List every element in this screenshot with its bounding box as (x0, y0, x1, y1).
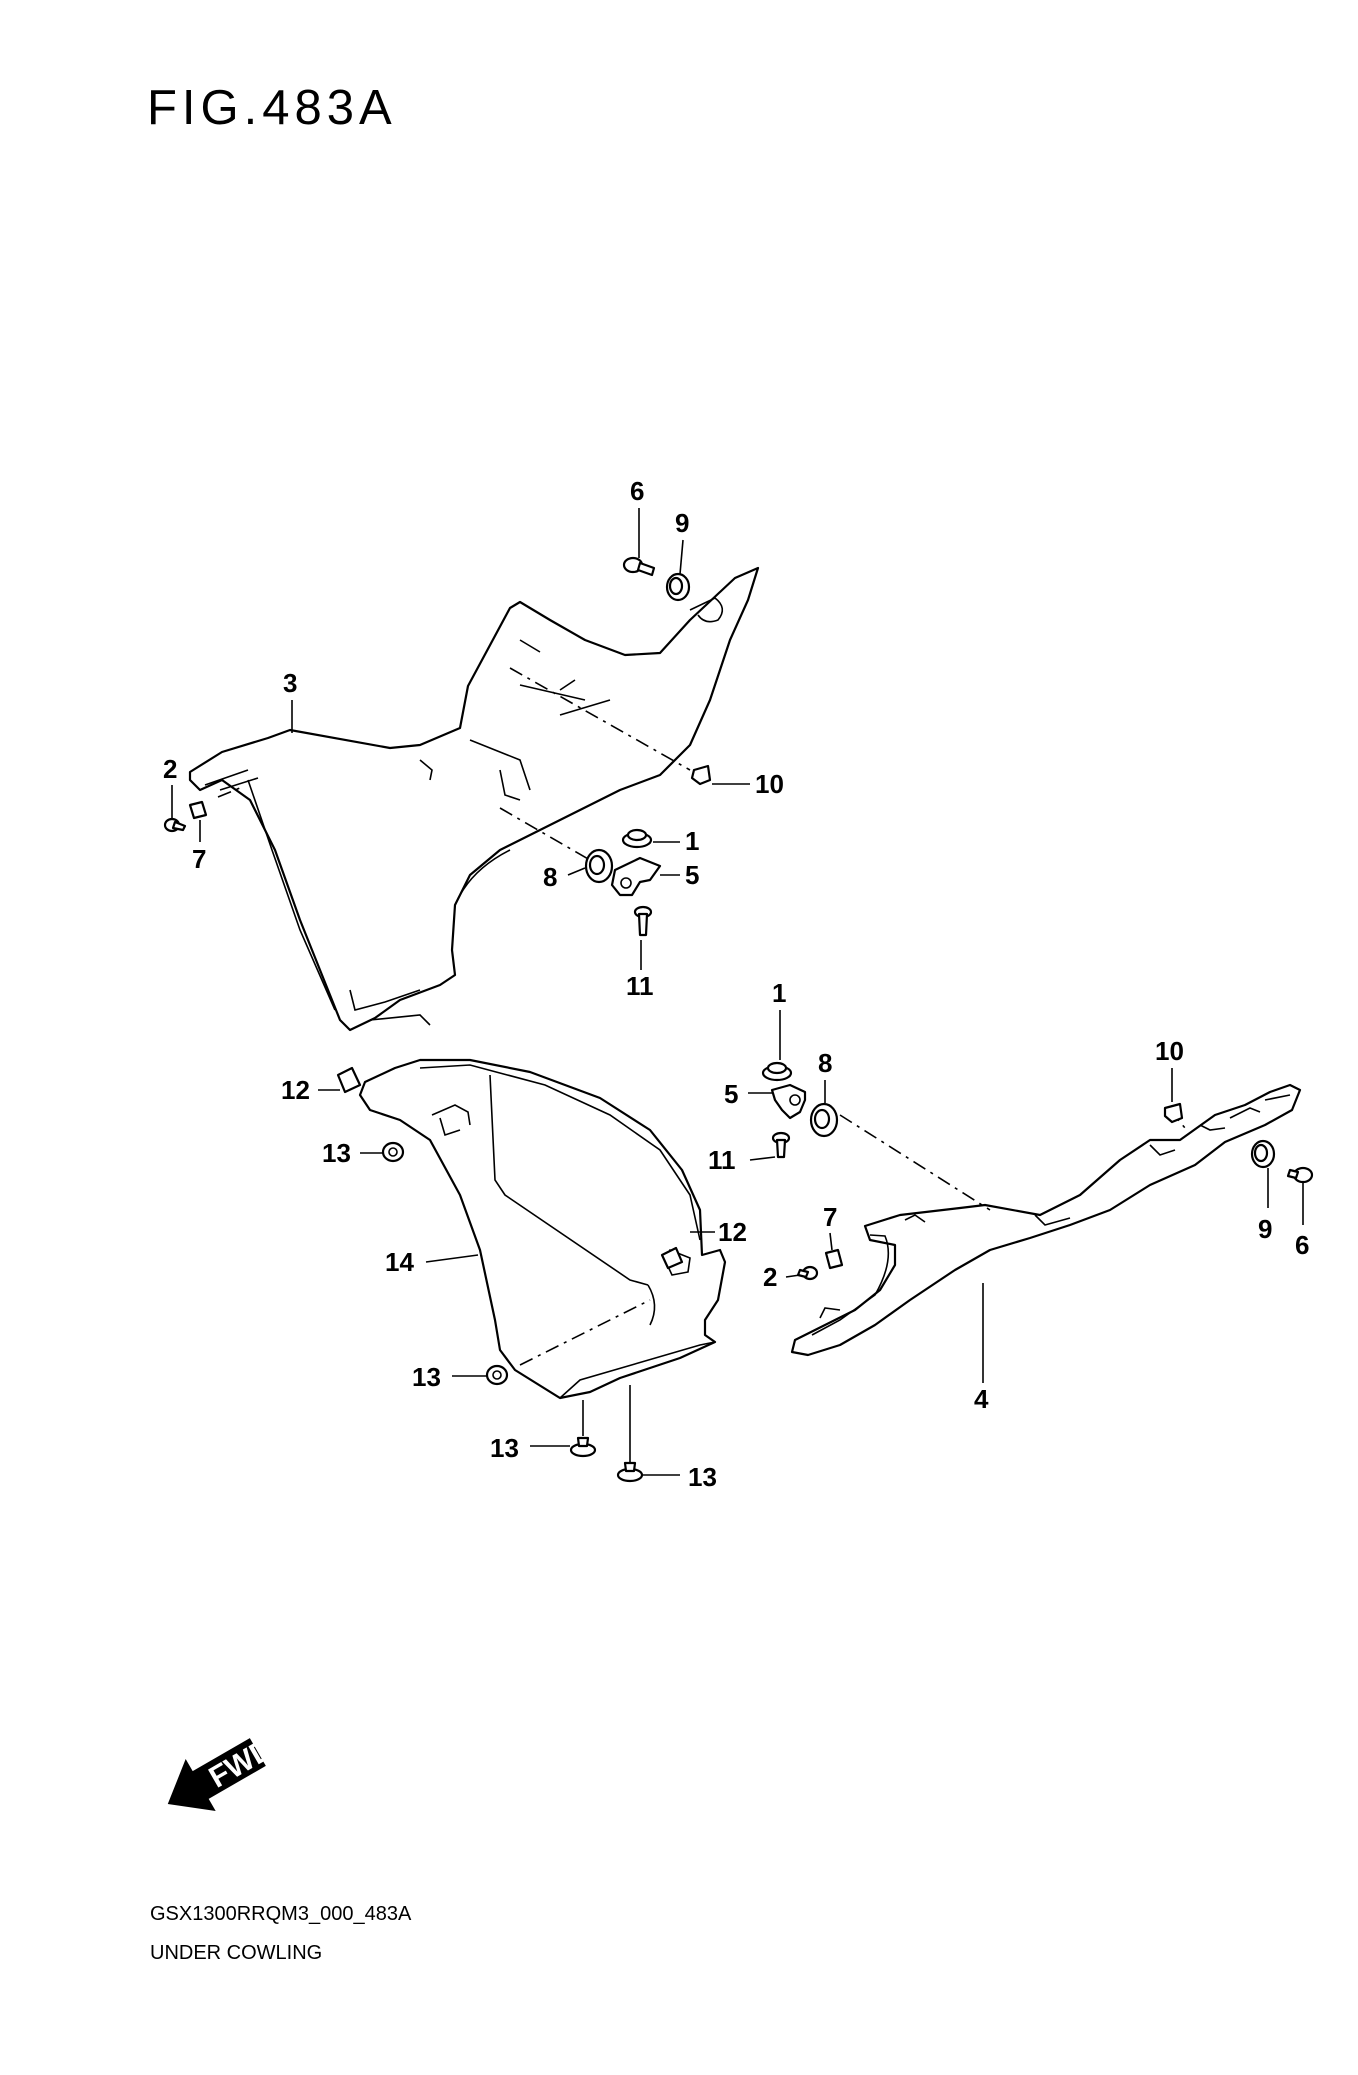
callout-8-upper: 8 (543, 862, 557, 892)
callout-13-c: 13 (490, 1433, 519, 1463)
clip-12-left-top (336, 1066, 362, 1094)
callout-9-upper: 9 (675, 508, 689, 538)
grommet-9-right (1250, 1139, 1276, 1169)
callout-9-right: 9 (1258, 1214, 1272, 1244)
nut-7-right (824, 1248, 844, 1270)
part-14-inner-cowling (358, 1058, 727, 1400)
figure-title: FIG.483A (147, 81, 397, 135)
callout-5-upper: 5 (685, 860, 699, 890)
callout-labels: 6 9 3 2 7 10 1 8 5 11 1 8 5 11 10 7 2 9 … (163, 476, 1309, 1492)
callout-13-d: 13 (688, 1462, 717, 1492)
grommet-8-right (809, 1102, 839, 1138)
dashdot-leader (839, 1114, 991, 1211)
callout-14: 14 (385, 1247, 414, 1277)
bracket-5-right (770, 1083, 807, 1120)
grommet-8-upper (584, 848, 614, 884)
screw-2-upper (163, 817, 187, 833)
callout-12-left-top: 12 (281, 1075, 310, 1105)
bracket-5-upper (610, 856, 662, 897)
callout-2-upper: 2 (163, 754, 177, 784)
callout-11-right: 11 (708, 1145, 736, 1175)
clip-12-left-mid (660, 1246, 684, 1270)
callout-10-right: 10 (1155, 1036, 1184, 1066)
callout-1-right: 1 (772, 978, 786, 1008)
rivet-13-b (485, 1364, 509, 1386)
dashdot-leader (509, 667, 691, 771)
screw-6-right (1286, 1166, 1314, 1184)
callout-1-upper: 1 (685, 826, 699, 856)
clip-10-upper (690, 764, 712, 786)
dashdot-leader (499, 807, 591, 861)
callout-2-right: 2 (763, 1262, 777, 1292)
rivet-13-a (381, 1141, 405, 1163)
fwd-label: FWD (204, 1732, 280, 1795)
nut-1-upper (621, 828, 653, 849)
callout-8-right: 8 (818, 1048, 832, 1078)
dashdot-leader (217, 787, 241, 798)
callout-13-b: 13 (412, 1362, 441, 1392)
part-4-right-under-cowling (790, 1083, 1302, 1357)
rivet-13-d (616, 1461, 644, 1483)
callout-6-right: 6 (1295, 1230, 1309, 1260)
callout-5-right: 5 (724, 1079, 738, 1109)
grommet-9-upper (665, 572, 691, 602)
callout-leaders (171, 508, 1304, 1476)
clip-10-right (1163, 1102, 1184, 1124)
diagram-name: UNDER COWLING (150, 1942, 323, 1964)
callout-10-upper: 10 (755, 769, 784, 799)
callout-11-upper: 11 (626, 971, 654, 1001)
callout-4: 4 (974, 1384, 989, 1414)
callout-13-a: 13 (322, 1138, 351, 1168)
bolt-11-right (771, 1131, 791, 1159)
screw-6-upper (622, 556, 656, 577)
dashdot-leader (519, 1299, 651, 1366)
bolt-11-upper (633, 905, 653, 937)
callout-12-left-mid: 12 (718, 1217, 747, 1247)
callout-7-upper: 7 (192, 844, 206, 874)
callout-7-right: 7 (823, 1202, 837, 1232)
screw-2-right (796, 1265, 819, 1281)
part-3-upper-under-cowling (188, 566, 760, 1032)
callout-3: 3 (283, 668, 297, 698)
nut-7-upper (188, 800, 208, 820)
rivet-13-c (569, 1436, 597, 1458)
diagram-code: GSX1300RRQM3_000_483A (150, 1903, 412, 1925)
fwd-arrow-icon: FWD (167, 1732, 280, 1811)
nut-1-right (761, 1061, 793, 1082)
callout-6-upper: 6 (630, 476, 644, 506)
